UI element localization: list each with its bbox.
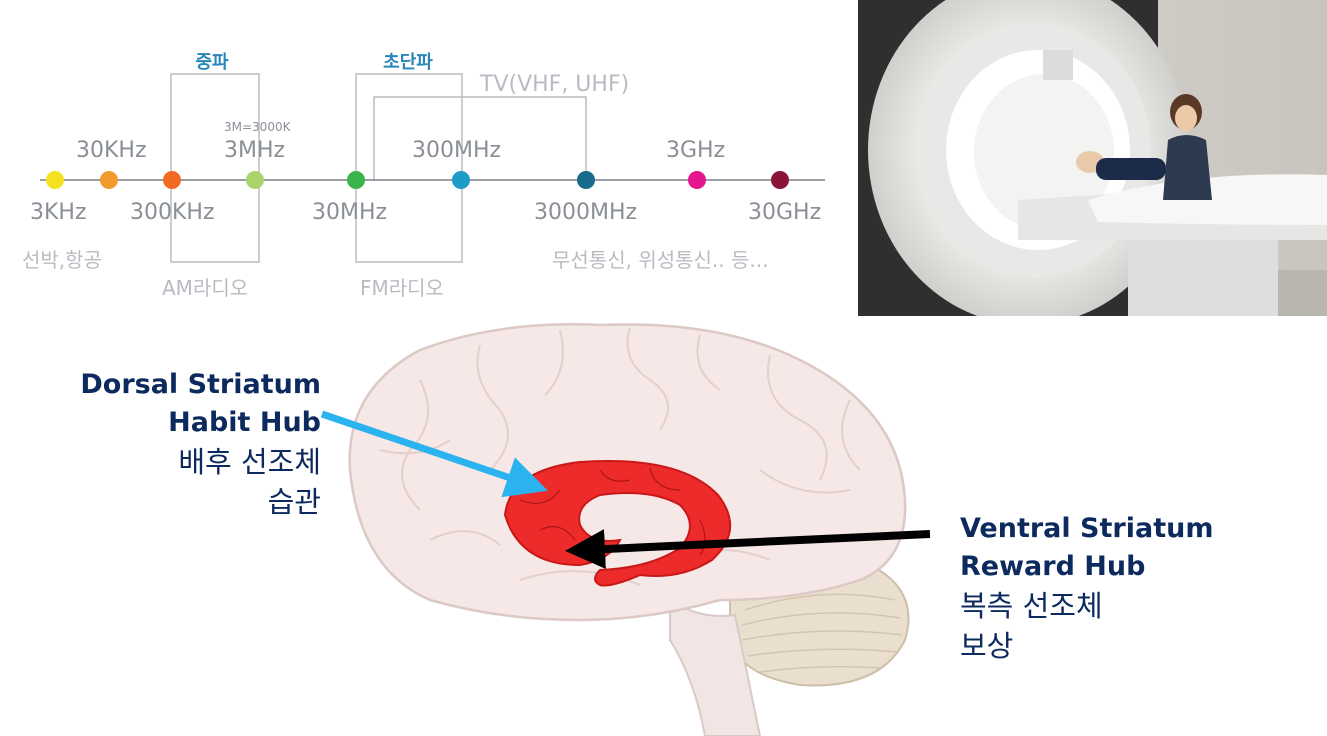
tv-label: TV(VHF, UHF) <box>480 72 630 97</box>
freq-label-30ghz: 30GHz <box>748 200 822 225</box>
ventral-subtitle: Reward Hub <box>960 551 1146 582</box>
band-label-medium-wave: 중파 <box>195 52 229 73</box>
am-band-box <box>170 73 260 263</box>
dorsal-subtitle: Habit Hub <box>168 407 321 438</box>
freq-label-3mhz: 3MHz <box>224 138 286 163</box>
freq-dot-300khz <box>163 171 181 189</box>
freq-label-3000mhz: 3000MHz <box>534 200 638 225</box>
freq-dot-30ghz <box>771 171 789 189</box>
freq-dot-30khz <box>100 171 118 189</box>
dorsal-korean-name: 배후 선조체 <box>178 445 321 479</box>
use-label-ship-aviation: 선박,항공 <box>22 248 102 272</box>
ventral-title: Ventral Striatum <box>960 513 1214 544</box>
freq-dot-300mhz <box>452 171 470 189</box>
freq-dot-3mhz <box>246 171 264 189</box>
freq-dot-3000mhz <box>577 171 595 189</box>
use-label-am-radio: AM라디오 <box>162 276 249 300</box>
use-label-fm-radio: FM라디오 <box>360 276 444 300</box>
fm-band-box <box>355 73 463 263</box>
freq-dot-3ghz <box>688 171 706 189</box>
dorsal-title: Dorsal Striatum <box>80 369 321 400</box>
dorsal-arrow <box>320 410 548 498</box>
note-3m-label: 3M=3000K <box>224 120 291 134</box>
ventral-korean-role: 보상 <box>960 629 1014 663</box>
spectrum-diagram <box>40 73 825 263</box>
dorsal-striatum-label: Dorsal Striatum Habit Hub 배후 선조체 습관 <box>80 366 321 522</box>
dorsal-korean-role: 습관 <box>267 485 321 519</box>
striatum <box>503 459 732 587</box>
freq-label-300khz: 300KHz <box>130 200 215 225</box>
ventral-arrow <box>565 529 931 570</box>
tv-band-outline <box>373 96 587 180</box>
freq-label-300mhz: 300MHz <box>412 138 502 163</box>
freq-label-3ghz: 3GHz <box>666 138 726 163</box>
band-label-vhf: 초단파 <box>383 52 433 73</box>
freq-dot-30mhz <box>347 171 365 189</box>
freq-label-30khz: 30KHz <box>76 138 147 163</box>
mri-photo <box>858 0 1327 316</box>
ventral-korean-name: 복측 선조체 <box>960 589 1103 623</box>
freq-dot-3khz <box>46 171 64 189</box>
ventral-striatum-label: Ventral Striatum Reward Hub 복측 선조체 보상 <box>960 510 1213 666</box>
freq-label-3khz: 3KHz <box>30 200 87 225</box>
freq-label-30mhz: 30MHz <box>312 200 388 225</box>
use-label-wireless: 무선통신, 위성통신.. 등... <box>552 248 769 272</box>
